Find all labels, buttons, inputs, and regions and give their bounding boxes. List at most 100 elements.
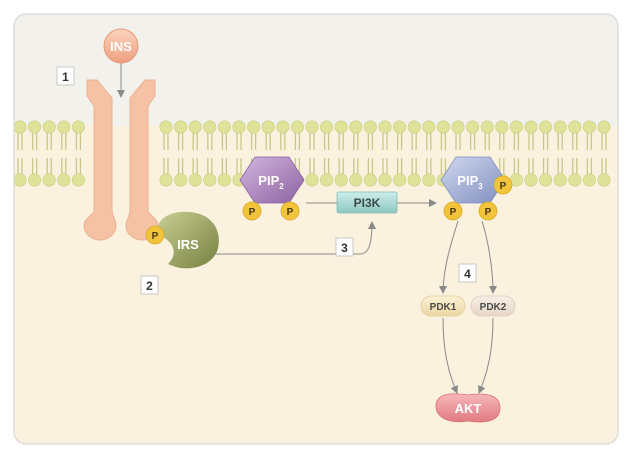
- step-2-label: 2: [146, 279, 153, 293]
- lipid-tail: [411, 158, 417, 175]
- lipid-tail: [163, 158, 169, 175]
- lipid-head: [57, 173, 71, 187]
- lipid-head: [378, 173, 392, 187]
- phosphate-pip3-top: P: [493, 175, 513, 195]
- lipid-tail: [440, 158, 447, 175]
- lipid-tail: [46, 158, 52, 175]
- phosphate-label: P: [485, 207, 492, 218]
- lipid-tail: [192, 158, 198, 175]
- lipid-head: [466, 120, 480, 134]
- pip2-label: PIP: [258, 173, 279, 188]
- lipid-tail: [411, 132, 417, 150]
- lipid-tail: [572, 132, 578, 150]
- pi3k-label: PI3K: [354, 196, 381, 210]
- akt-protein: AKT: [435, 393, 501, 423]
- lipid-head: [597, 173, 611, 187]
- lipid-tail: [586, 132, 593, 150]
- lipid-tail: [557, 158, 563, 175]
- step-4-label: 4: [464, 267, 471, 281]
- lipid-head: [524, 173, 538, 187]
- lipid-head: [553, 120, 567, 134]
- lipid-head: [407, 173, 421, 187]
- lipid-tail: [367, 158, 374, 175]
- pi3k-enzyme: PI3K: [336, 191, 398, 214]
- lipid-tail: [513, 132, 520, 150]
- pip3-label: PIP: [457, 173, 478, 188]
- akt-label: AKT: [455, 401, 482, 416]
- arrows-pdk-to-akt: [442, 317, 494, 394]
- lipid-tail: [557, 132, 563, 150]
- lipid-tail: [542, 158, 549, 175]
- lipid-tail: [192, 132, 198, 150]
- lipid-tail: [17, 132, 23, 150]
- lipid-tail: [309, 132, 315, 150]
- phosphate-irs: P: [145, 225, 165, 245]
- lipid-tail: [236, 132, 242, 150]
- phosphate-label: P: [152, 231, 159, 242]
- lipid-head: [422, 173, 436, 187]
- lipid-tail: [455, 132, 461, 150]
- lipid-head: [217, 173, 231, 187]
- lipid-head: [436, 120, 450, 134]
- lipid-tail: [382, 132, 388, 150]
- lipid-head: [28, 120, 42, 134]
- step-1-label: 1: [62, 70, 69, 84]
- lipid-tail: [294, 132, 301, 150]
- lipid-head: [393, 120, 407, 134]
- lipid-head: [203, 173, 217, 187]
- lipid-head: [188, 173, 202, 187]
- lipid-head: [393, 173, 407, 187]
- step-3-label: 3: [341, 241, 348, 255]
- lipid-head: [71, 120, 85, 134]
- lipid-head: [159, 173, 173, 187]
- lipid-head: [597, 120, 611, 134]
- irs-label: IRS: [177, 237, 199, 252]
- lipid-tail: [309, 158, 315, 175]
- lipid-tail: [601, 158, 607, 175]
- lipid-tail: [61, 132, 67, 150]
- lipid-head: [305, 173, 319, 187]
- lipid-tail: [353, 132, 359, 150]
- lipid-tail: [528, 132, 534, 150]
- lipid-head: [232, 120, 246, 134]
- lipid-head: [28, 173, 42, 187]
- lipid-tail: [280, 132, 286, 150]
- lipid-tail: [542, 132, 549, 150]
- lipid-head: [203, 120, 217, 134]
- lipid-tail: [265, 132, 271, 150]
- lipid-tail: [323, 158, 330, 175]
- phosphate-label: P: [287, 207, 294, 218]
- phosphate-pip2-left: P: [242, 201, 262, 221]
- lipid-tail: [250, 132, 257, 150]
- phosphate-pip3-left: P: [443, 201, 463, 221]
- pdk2-label: PDK2: [480, 302, 507, 313]
- lipid-head: [14, 173, 27, 187]
- lipid-head: [539, 120, 553, 134]
- pdk1-label: PDK1: [430, 302, 457, 313]
- lipid-tail: [207, 132, 213, 150]
- lipid-head: [568, 120, 582, 134]
- lipid-tail: [46, 132, 52, 150]
- step-3-badge: 3: [335, 237, 354, 257]
- lipid-head: [261, 120, 275, 134]
- lipid-head: [582, 120, 596, 134]
- lipid-head: [42, 120, 56, 134]
- lipid-head: [276, 120, 290, 134]
- lipid-tail: [31, 132, 38, 150]
- lipid-head: [422, 120, 436, 134]
- lipid-tail: [513, 158, 520, 175]
- lipid-head: [320, 120, 334, 134]
- lipid-head: [71, 173, 85, 187]
- phosphate-label: P: [249, 207, 256, 218]
- lipid-head: [42, 173, 56, 187]
- lipid-head: [305, 120, 319, 134]
- pdk2-protein: PDK2: [470, 295, 516, 317]
- lipid-head: [57, 120, 71, 134]
- lipid-tail: [338, 158, 344, 175]
- svg-text:PIP3: PIP3: [457, 173, 483, 191]
- pip3-subscript: 3: [478, 182, 483, 191]
- lipid-tail: [426, 158, 432, 175]
- lipid-tail: [499, 132, 505, 150]
- lipid-tail: [396, 132, 403, 150]
